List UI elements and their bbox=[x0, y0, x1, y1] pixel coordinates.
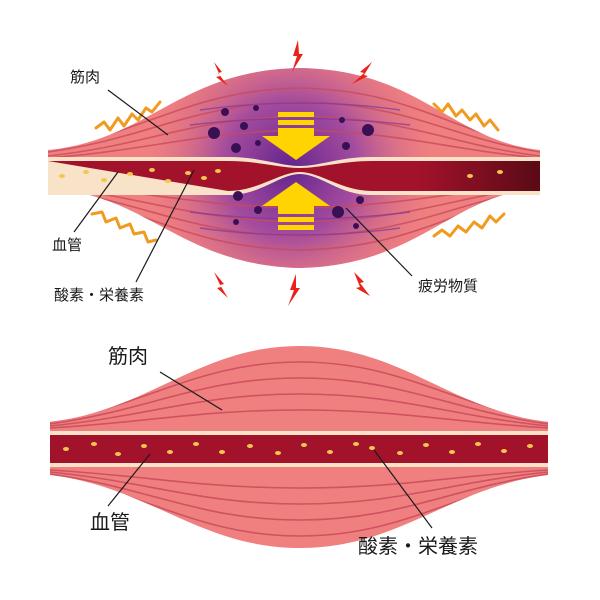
spark-icons bbox=[214, 40, 372, 306]
bottom-vessel bbox=[50, 435, 548, 463]
bottom-leader-lines bbox=[107, 371, 433, 529]
bottom-nutrient-dots bbox=[63, 442, 533, 456]
fatigue-particles bbox=[208, 105, 374, 229]
top-nutrient-dots bbox=[59, 168, 503, 183]
top-leader-lines bbox=[73, 89, 413, 283]
bottom-nutrients-label: 酸素・栄養素 bbox=[358, 534, 478, 558]
top-nutrients-label: 酸素・栄養素 bbox=[54, 286, 145, 304]
up-arrow-icon bbox=[262, 182, 330, 230]
heat-wave-icons bbox=[90, 100, 506, 244]
top-muscle-label: 筋肉 bbox=[70, 68, 101, 86]
top-vessel-label: 血管 bbox=[52, 236, 83, 254]
bottom-vessel-label: 血管 bbox=[90, 510, 130, 534]
top-vessel bbox=[48, 161, 540, 191]
fatigue-substance-label: 疲労物質 bbox=[418, 277, 479, 295]
bottom-muscle-label: 筋肉 bbox=[108, 344, 148, 368]
down-arrow-icon bbox=[262, 112, 330, 160]
top-diagram bbox=[48, 40, 540, 306]
bottom-diagram bbox=[50, 346, 548, 548]
